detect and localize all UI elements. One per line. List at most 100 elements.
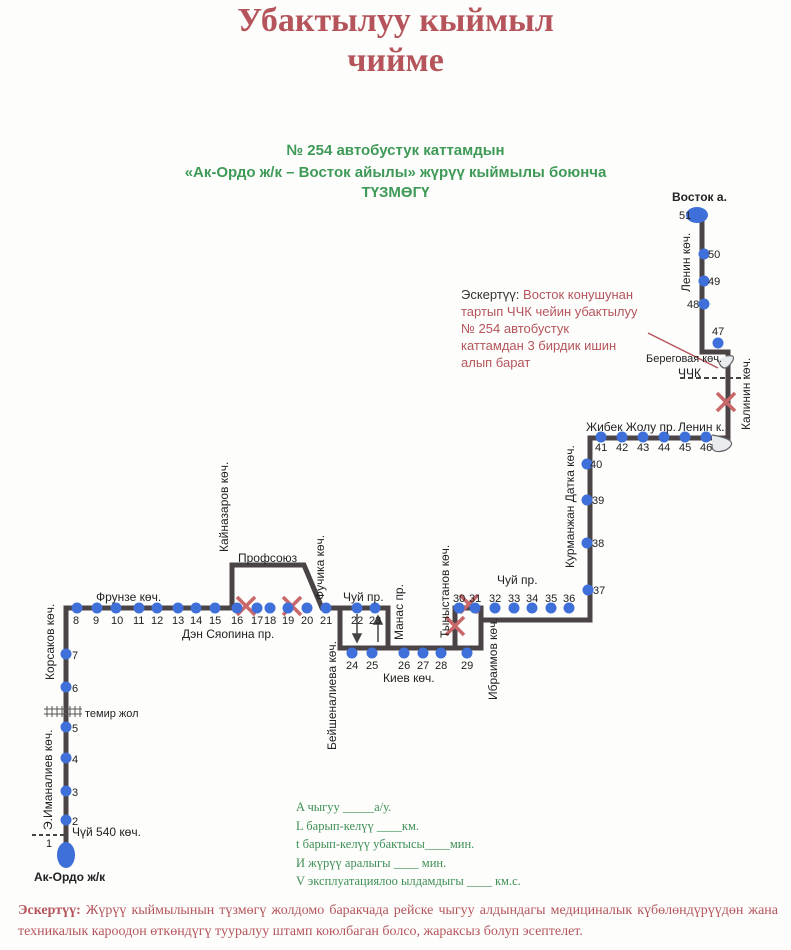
bus-stop-5 xyxy=(60,721,72,733)
street-label: Корсаков көч. xyxy=(43,604,57,680)
bus-stop-number: 18 xyxy=(264,615,276,627)
bus-stop-47 xyxy=(712,337,724,349)
bus-stop-number: 39 xyxy=(592,495,604,507)
bus-stop-number: 9 xyxy=(93,615,99,627)
bus-stop-26 xyxy=(398,647,410,659)
remark-text: тартып ЧЧК чейин убактылуу xyxy=(461,304,638,319)
street-label: Фрунзе көч. xyxy=(96,590,161,604)
bus-stop-number: 8 xyxy=(73,615,79,627)
param-round-trip-time: t барып-келүү убактысы____мин. xyxy=(296,837,475,851)
bus-stop-30 xyxy=(453,602,465,614)
street-label: Чуй пр. xyxy=(343,590,384,604)
bus-stop-8 xyxy=(71,602,83,614)
bus-stop-28 xyxy=(435,647,447,659)
bus-stop-1 xyxy=(57,842,75,868)
bus-stop-31 xyxy=(469,602,481,614)
bus-stop-12 xyxy=(151,602,163,614)
scheme-heading: ТҮЗМӨГҮ xyxy=(361,184,430,201)
bus-stop-number: 3 xyxy=(72,787,78,799)
street-label: Береговая көч. xyxy=(646,353,722,365)
bus-stop-number: 34 xyxy=(526,593,538,605)
bus-stop-7 xyxy=(60,648,72,660)
bus-stop-46 xyxy=(700,431,712,443)
document-title: Убактылуу кыймыл xyxy=(237,2,554,39)
bus-stop-42 xyxy=(616,431,628,443)
bus-stop-21 xyxy=(320,602,332,614)
bus-stop-33 xyxy=(508,602,520,614)
checkpoint-label: ЧЧК xyxy=(678,366,701,380)
footer-note-text: Жүрүү кыймылынын түзмөгү жолдомо баракча… xyxy=(18,903,779,939)
remark-label: Эскертүү: xyxy=(461,287,520,302)
street-label: Чүй 540 көч. xyxy=(72,825,141,839)
bus-stop-19 xyxy=(282,602,294,614)
bus-stop-number: 46 xyxy=(700,442,712,454)
remark-text: Восток конушунан xyxy=(523,287,634,302)
bus-stop-44 xyxy=(658,431,670,443)
street-label: Тыныстанов көч. xyxy=(438,545,452,638)
bus-stop-number: 43 xyxy=(637,442,649,454)
bus-stop-number: 1 xyxy=(46,838,52,850)
bus-stop-number: 11 xyxy=(133,615,144,627)
bus-stop-27 xyxy=(417,647,429,659)
bus-stop-38 xyxy=(581,537,593,549)
bus-stop-number: 6 xyxy=(72,683,78,695)
bus-stop-number: 49 xyxy=(708,276,720,288)
bus-stop-number: 51 xyxy=(679,210,691,222)
street-label: Э.Иманалиев көч. xyxy=(41,730,55,830)
railway-label: темир жол xyxy=(85,708,139,720)
bus-stop-39 xyxy=(581,494,593,506)
bus-stop-number: 13 xyxy=(172,615,184,627)
footer-note-label: Эскертүү: xyxy=(18,903,81,918)
bus-stop-34 xyxy=(526,602,538,614)
bus-stop-4 xyxy=(60,752,72,764)
railway-crossing-icon xyxy=(44,706,82,717)
street-label: Фучика көч. xyxy=(313,535,327,600)
bus-stop-36 xyxy=(563,602,575,614)
bus-stop-18 xyxy=(264,602,276,614)
bus-stop-number: 22 xyxy=(351,615,363,627)
bus-stop-50 xyxy=(698,248,710,260)
bus-stop-number: 12 xyxy=(151,615,163,627)
street-label: Киев көч. xyxy=(383,671,435,685)
param-speed: V эксплуатациялоо ылдамдыгы ____ км.с. xyxy=(296,874,521,888)
bus-stop-number: 2 xyxy=(72,816,78,828)
bus-stop-10 xyxy=(110,602,122,614)
param-departures: A чыгуу _____а/у. xyxy=(296,800,392,814)
bus-stop-number: 28 xyxy=(435,660,447,672)
bus-stop-3 xyxy=(60,785,72,797)
remark-arrow xyxy=(647,332,719,369)
road-closed-icon xyxy=(444,615,466,637)
bus-stop-number: 14 xyxy=(190,615,202,627)
street-label: Профсоюз xyxy=(238,551,298,565)
route-parameters: A чыгуу _____а/у. L барып-келүү ____км. … xyxy=(296,798,521,891)
bus-stop-16 xyxy=(231,602,243,614)
bus-stop-41 xyxy=(595,431,607,443)
bus-stop-14 xyxy=(190,602,202,614)
bus-stop-48 xyxy=(698,298,710,310)
bus-stop-22 xyxy=(351,602,363,614)
bus-stop-number: 44 xyxy=(658,442,670,454)
bus-stop-number: 10 xyxy=(111,615,123,627)
bus-stop-32 xyxy=(489,602,501,614)
bus-stop-9 xyxy=(91,602,103,614)
bus-stop-number: 31 xyxy=(469,593,481,605)
street-label: Дэн Сяопина пр. xyxy=(182,627,274,641)
end-terminal-label: Восток а. xyxy=(672,190,727,204)
direction-arrows xyxy=(351,614,384,644)
bus-stop-number: 32 xyxy=(489,593,501,605)
street-label: Курманжан Датка көч. xyxy=(563,445,577,568)
bus-stop-number: 4 xyxy=(72,754,78,766)
bus-stop-43 xyxy=(637,431,649,443)
bus-stop-number: 24 xyxy=(346,660,358,672)
param-length: L барып-келүү ____км. xyxy=(296,818,419,833)
bus-stop-45 xyxy=(679,431,691,443)
bus-stop-number: 25 xyxy=(366,660,378,672)
street-label: Калинин көч. xyxy=(739,358,753,430)
bus-stop-number: 37 xyxy=(593,585,605,597)
bus-stop-number: 21 xyxy=(320,615,332,627)
bus-stop-number: 38 xyxy=(592,538,604,550)
bus-stop-25 xyxy=(366,647,378,659)
bus-stop-number: 29 xyxy=(461,660,473,672)
